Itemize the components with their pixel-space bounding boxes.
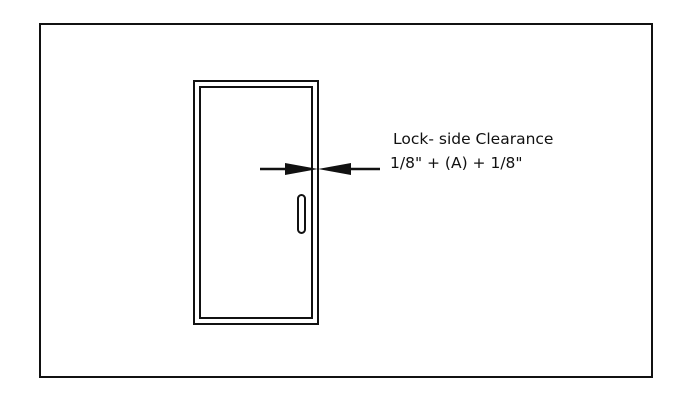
door-frame-outer xyxy=(193,80,319,325)
right-dimension-arrow xyxy=(318,163,380,175)
clearance-formula-label: 1/8" + (A) + 1/8" xyxy=(390,154,523,172)
diagram-frame xyxy=(39,23,653,378)
clearance-title-label: Lock- side Clearance xyxy=(393,130,554,148)
door-panel xyxy=(199,86,313,319)
left-dimension-arrow xyxy=(260,163,318,175)
door-handle xyxy=(297,194,306,234)
